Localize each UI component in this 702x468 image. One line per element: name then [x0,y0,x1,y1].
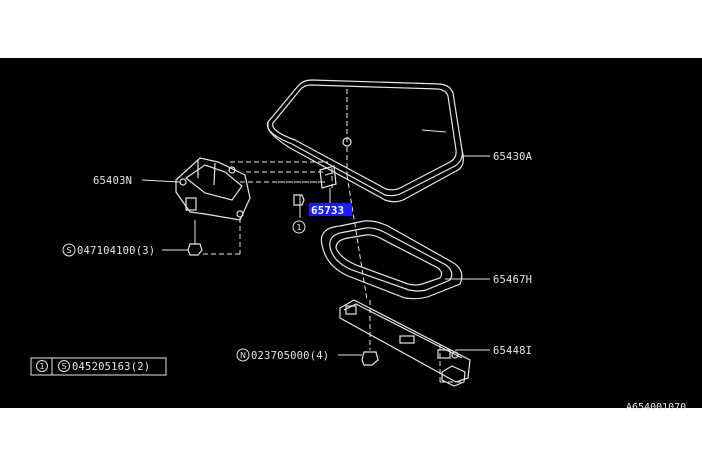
label-65403N: 65403N [93,175,132,187]
label-65448I: 65448I [493,345,532,357]
legend-box: 1 S 045205163(2) [30,357,167,376]
label-nut-lower: 023705000(4) [251,350,329,362]
legend-value: 045205163(2) [72,361,150,373]
legend-circle-number [36,360,48,372]
glass-panel-part [266,79,464,203]
leader-lines [141,155,490,356]
label-65467H: 65467H [493,274,532,286]
n-symbol-letter: N [240,351,246,360]
n-symbol [236,348,250,362]
bolt-part: 1 [292,194,306,234]
ref-circle-number: 1 [296,223,301,232]
s-symbol-upper-letter: S [66,246,71,255]
s-symbol-upper [62,243,76,257]
legend-s-symbol [58,360,70,372]
small-bracket-part [319,165,337,189]
legend-number: 1 [39,362,44,371]
nut-part [361,351,379,366]
label-bolt-upper: 047104100(3) [77,245,155,257]
label-65430A: 65430A [493,151,533,163]
highlight-box [309,203,352,216]
diagram-background [0,58,702,408]
rail-part [339,174,471,387]
motor-bracket-part [175,157,251,255]
frame-seal-part [320,220,463,300]
figure-id: A654001070 [626,402,686,413]
legend-s-letter: S [61,362,66,371]
label-65733[interactable]: 65733 [311,204,344,217]
ref-circle-marker [292,220,306,234]
